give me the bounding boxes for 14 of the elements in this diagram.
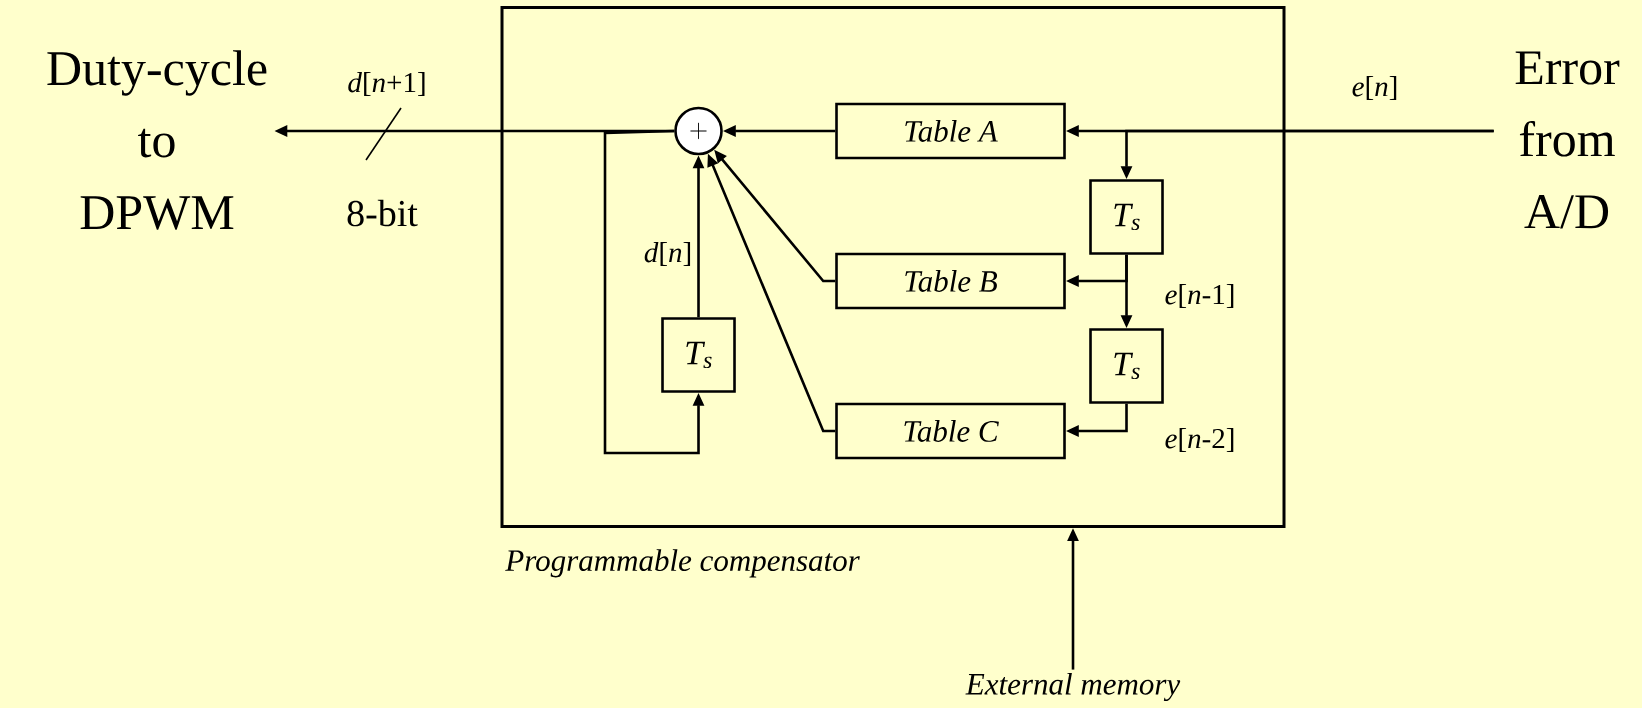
signal-text: Error from A/D (1515, 51, 1620, 229)
edge-label: e[n-1] (1163, 283, 1237, 309)
delay-box: T$_{s}$ (1089, 328, 1164, 404)
delay-box: T$_{s}$ (1089, 179, 1164, 255)
edge-label: e[n-2] (1163, 427, 1237, 453)
delay-box: T$_{s}$ (661, 317, 736, 393)
bus-width-label: 8-bit (347, 199, 418, 227)
table-box: Table C (835, 402, 1066, 460)
table-box: Table B (835, 252, 1066, 310)
signal-text: Duty-cycle to DPWM (47, 50, 267, 230)
summing-junction: + (674, 106, 723, 156)
edge-label: d[n+1] (346, 71, 428, 97)
table-box: Table A (835, 102, 1066, 160)
input-text: External memory (965, 672, 1181, 702)
